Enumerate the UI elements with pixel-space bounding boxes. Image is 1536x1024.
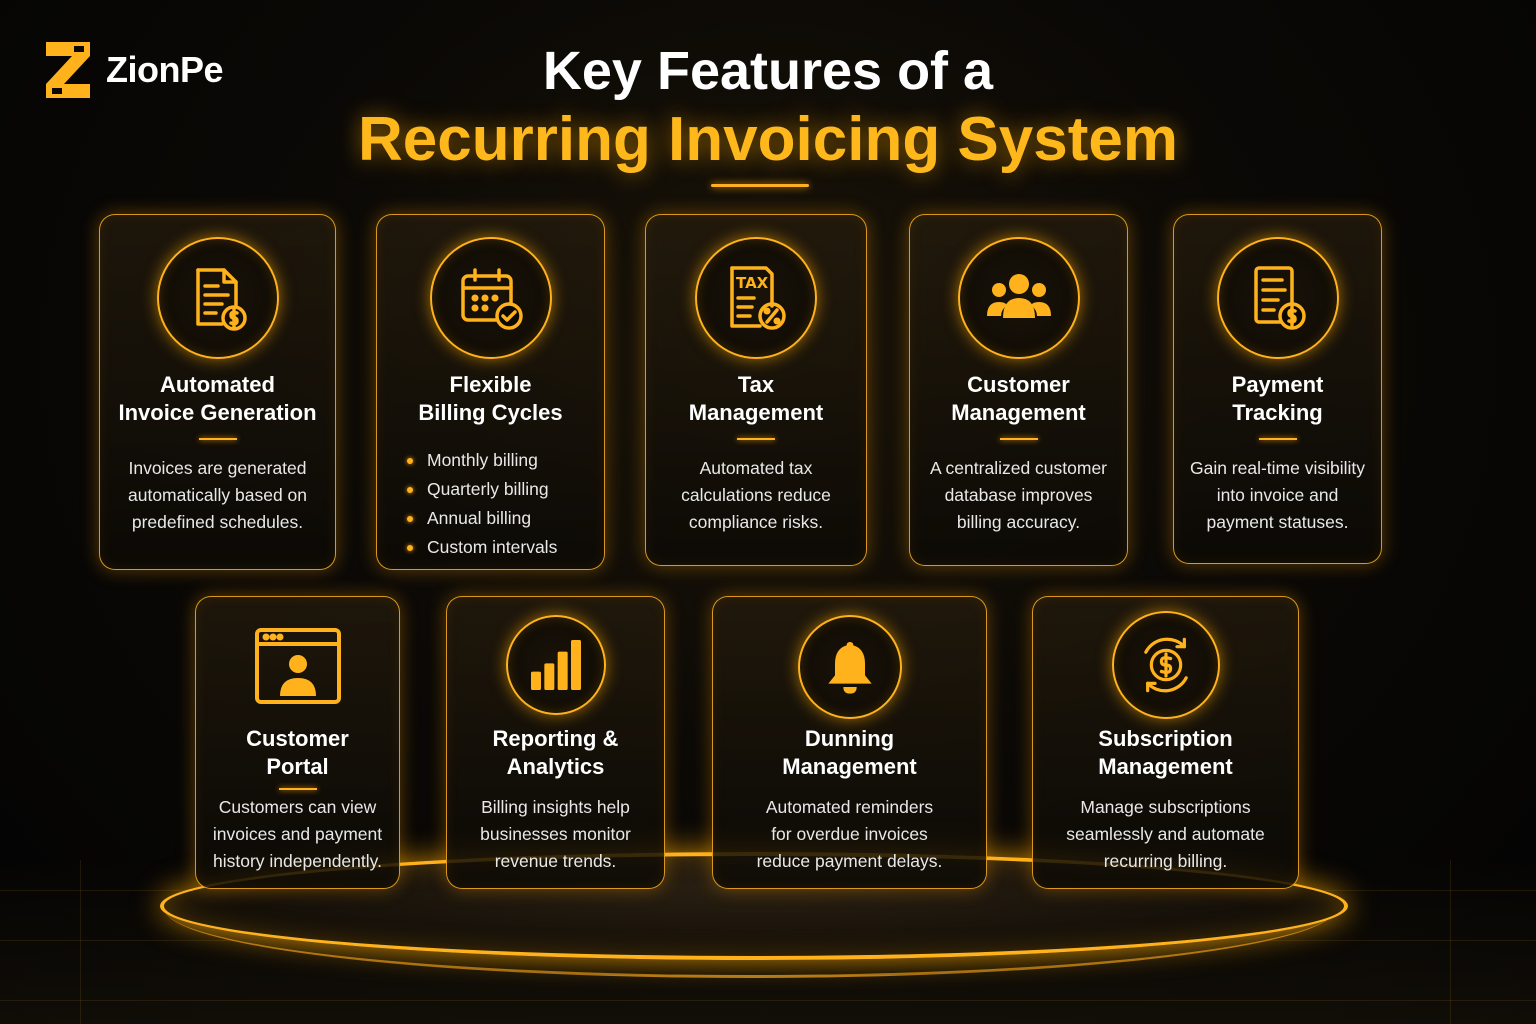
list-item: Annual billing [407, 504, 594, 533]
title-underline [198, 438, 237, 440]
recurring-dollar-icon [1111, 611, 1220, 719]
tax-document-icon: TAX [695, 237, 817, 359]
list-item: Custom intervals [407, 533, 594, 562]
brand-logo: ZionPe [44, 40, 224, 100]
list-item: Quarterly billing [407, 475, 594, 504]
browser-user-icon [250, 617, 346, 713]
users-group-icon [957, 237, 1080, 359]
billing-cycle-list: Monthly billing Quarterly billing Annual… [407, 446, 594, 562]
bar-chart-icon [505, 615, 606, 715]
calendar-check-icon [429, 237, 552, 359]
title-underline [737, 438, 775, 440]
brand-name: ZionPe [106, 49, 224, 90]
invoice-dollar-icon [156, 237, 279, 359]
title-underline [278, 788, 317, 790]
payment-document-icon [1216, 237, 1339, 359]
feature-card-reporting-analytics: Reporting &Analytics Billing insights he… [446, 596, 665, 889]
svg-text:TAX: TAX [736, 274, 769, 292]
title-underline [711, 184, 809, 187]
title-underline [999, 438, 1038, 440]
zionpe-logo-icon [46, 42, 90, 98]
feature-title: Reporting &Analytics [492, 726, 619, 779]
page-title-line2: Recurring Invoicing System [358, 105, 1178, 174]
title-underline [1258, 438, 1297, 440]
list-item: Monthly billing [407, 446, 594, 475]
bell-icon [797, 615, 902, 719]
page-title-line1: Key Features of a [542, 41, 994, 101]
